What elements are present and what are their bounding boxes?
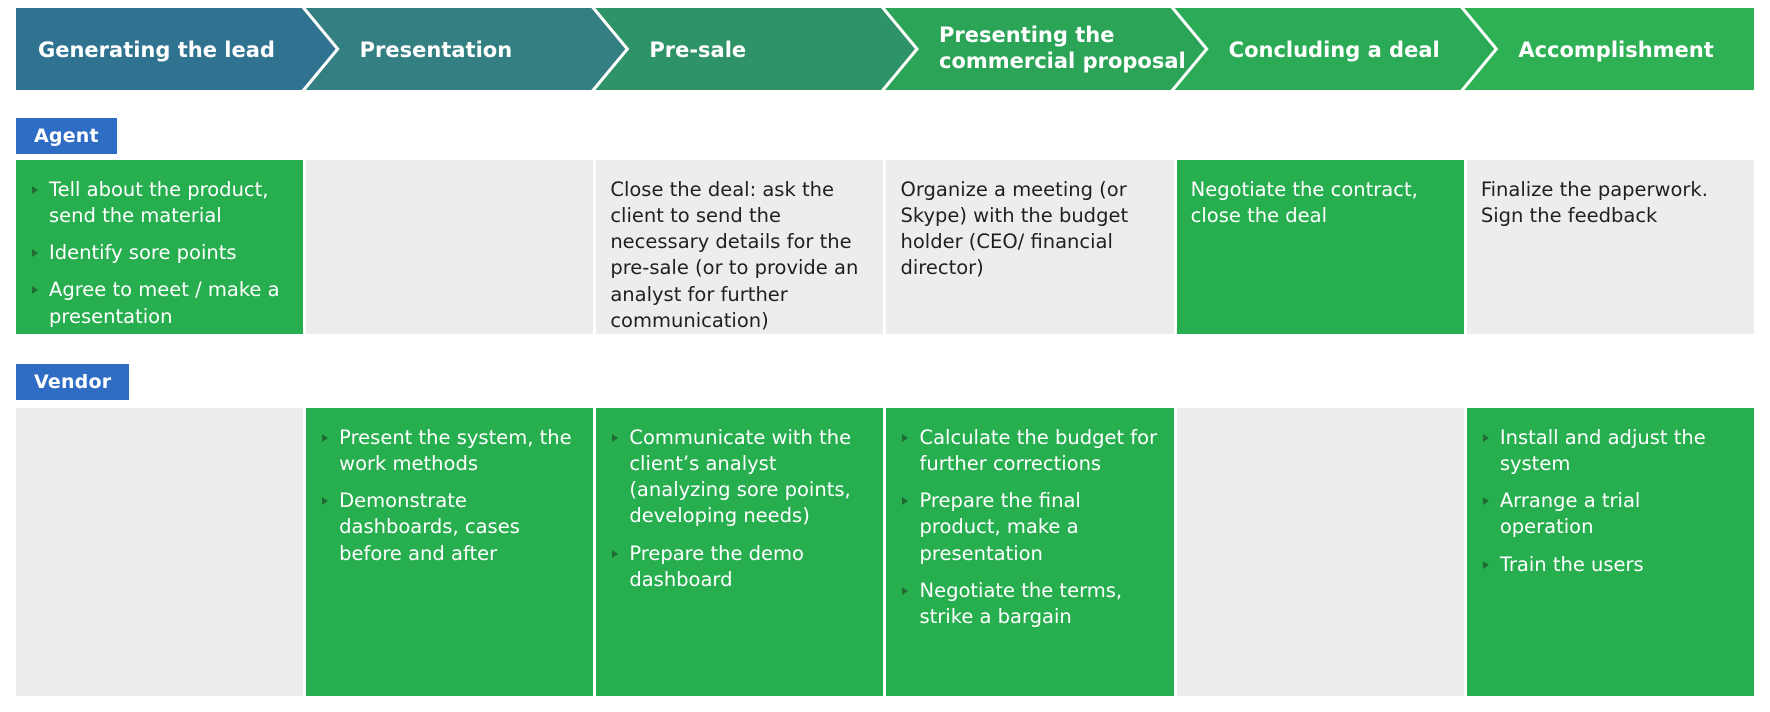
stage-chevron-4[interactable]	[885, 8, 1205, 90]
bullet-item: Train the users	[1481, 552, 1738, 578]
bullet-item: Install and adjust the system	[1481, 425, 1738, 477]
bullet-item: Prepare the final product, make a presen…	[900, 488, 1157, 566]
stage-chevron-1[interactable]	[16, 8, 336, 90]
role-chip-vendor: Vendor	[16, 364, 130, 400]
cell-paragraph: Finalize the paperwork. Sign the feedbac…	[1480, 178, 1708, 228]
vendor-cell-5[interactable]	[1176, 408, 1464, 696]
agent-cell-2[interactable]	[306, 160, 594, 334]
bullet-text: Identify sore points	[49, 241, 237, 265]
vendor-cell-4[interactable]: Calculate the budget for further correct…	[886, 408, 1174, 696]
bullet-text: Prepare the final product, make a presen…	[919, 489, 1081, 565]
cell-paragraph: Negotiate the contract, close the deal	[1190, 178, 1418, 228]
role-chip-agent-label: Agent	[34, 125, 99, 147]
bullet-item: Prepare the demo dashboard	[610, 541, 867, 593]
cell-paragraph: Close the deal: ask the client to send t…	[610, 178, 859, 332]
bullet-text: Present the system, the work methods	[339, 426, 572, 476]
stage-label-6: Accomplishment	[1518, 38, 1713, 62]
bullet-item: Calculate the budget for further correct…	[900, 425, 1157, 477]
triangle-bullet-icon	[32, 249, 38, 258]
bullet-text: Calculate the budget for further correct…	[919, 426, 1158, 476]
bullet-text: Train the users	[1499, 552, 1644, 576]
bullet-item: Tell about the product, send the materia…	[30, 177, 287, 229]
stage-label-3: Pre-sale	[649, 38, 746, 62]
bullet-text: Install and adjust the system	[1499, 426, 1706, 476]
bullet-list: Tell about the product, send the materia…	[30, 177, 287, 330]
bullet-item: Present the system, the work methods	[320, 425, 577, 477]
bullet-item: Demonstrate dashboards, cases before and…	[320, 488, 577, 566]
bullet-text: Tell about the product, send the materia…	[49, 178, 269, 228]
agent-cell-3[interactable]: Close the deal: ask the client to send t…	[596, 160, 884, 334]
triangle-bullet-icon	[612, 434, 619, 442]
bullet-item: Negotiate the terms, strike a bargain	[900, 578, 1157, 630]
bullet-list: Communicate with the client’s analyst (a…	[610, 425, 867, 593]
agent-cell-5[interactable]: Negotiate the contract, close the deal	[1176, 160, 1464, 334]
stage-label-2: Presentation	[360, 38, 513, 62]
triangle-bullet-icon	[612, 549, 619, 558]
stage-chevron-6[interactable]	[1464, 8, 1754, 90]
bullet-text: Agree to meet / make a presentation	[49, 278, 280, 328]
triangle-bullet-icon	[902, 434, 909, 442]
stage-chevron-5[interactable]	[1174, 8, 1495, 90]
triangle-bullet-icon	[1482, 497, 1489, 506]
cell-paragraph: Organize a meeting (or Skype) with the b…	[900, 178, 1129, 280]
stage-banner: Generating the lead Presentation Pre-sale P…	[16, 8, 1754, 90]
bullet-item: Arrange a trial operation	[1481, 488, 1738, 540]
stage-chevron-2[interactable]	[305, 8, 626, 90]
agent-cell-1[interactable]: Tell about the product, send the materia…	[16, 160, 304, 334]
bullet-item: Agree to meet / make a presentation	[30, 277, 287, 329]
triangle-bullet-icon	[1482, 434, 1489, 442]
vendor-cell-3[interactable]: Communicate with the client’s analyst (a…	[596, 408, 884, 696]
agent-cell-4[interactable]: Organize a meeting (or Skype) with the b…	[886, 160, 1174, 334]
stage-label-1: Generating the lead	[38, 38, 275, 62]
bullet-text: Arrange a trial operation	[1499, 489, 1641, 539]
triangle-bullet-icon	[322, 497, 329, 506]
triangle-bullet-icon	[902, 497, 909, 506]
triangle-bullet-icon	[1482, 560, 1489, 569]
triangle-bullet-icon	[32, 186, 38, 194]
bullet-text: Communicate with the client’s analyst (a…	[629, 426, 852, 528]
bullet-text: Negotiate the terms, strike a bargain	[919, 578, 1123, 628]
triangle-bullet-icon	[902, 586, 909, 595]
triangle-bullet-icon	[32, 286, 38, 295]
agent-cell-6[interactable]: Finalize the paperwork. Sign the feedbac…	[1466, 160, 1754, 334]
stage-chevron-3[interactable]	[595, 8, 915, 90]
role-chip-agent: Agent	[16, 118, 117, 154]
bullet-item: Identify sore points	[30, 240, 287, 266]
stage-chevrons: Generating the lead Presentation Pre-sale P…	[16, 8, 1754, 90]
stage-label-5: Concluding a deal	[1229, 38, 1440, 62]
bullet-text: Demonstrate dashboards, cases before and…	[339, 489, 520, 565]
bullet-text: Prepare the demo dashboard	[629, 541, 804, 591]
vendor-cell-1[interactable]	[16, 408, 304, 696]
bullet-list: Calculate the budget for further correct…	[900, 425, 1157, 630]
role-chip-vendor-label: Vendor	[34, 371, 112, 393]
triangle-bullet-icon	[322, 434, 329, 442]
agent-activities-row: Tell about the product, send the materia…	[16, 160, 1754, 334]
bullet-item: Communicate with the client’s analyst (a…	[610, 425, 867, 530]
